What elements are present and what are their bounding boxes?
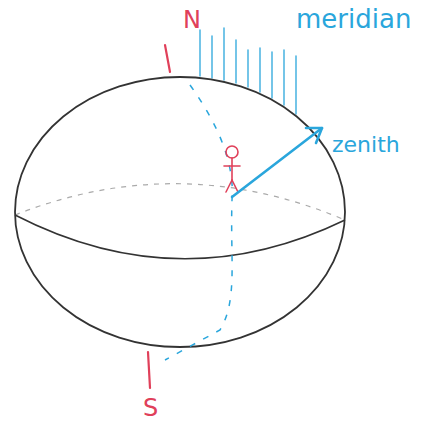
back-equator [15, 184, 345, 220]
pole-label: N [183, 8, 201, 32]
pole-label: S [143, 396, 158, 420]
meridian-hatching [200, 28, 296, 114]
meridian-line [165, 85, 232, 360]
zenith-arrow [232, 128, 322, 197]
axis-south [148, 352, 150, 388]
meridian-label: meridian [296, 6, 411, 32]
observer-figure [224, 146, 240, 192]
zenith-label: zenith [332, 134, 400, 156]
earth-sphere [15, 77, 345, 347]
front-equator [15, 215, 345, 259]
axis-north [165, 45, 170, 72]
